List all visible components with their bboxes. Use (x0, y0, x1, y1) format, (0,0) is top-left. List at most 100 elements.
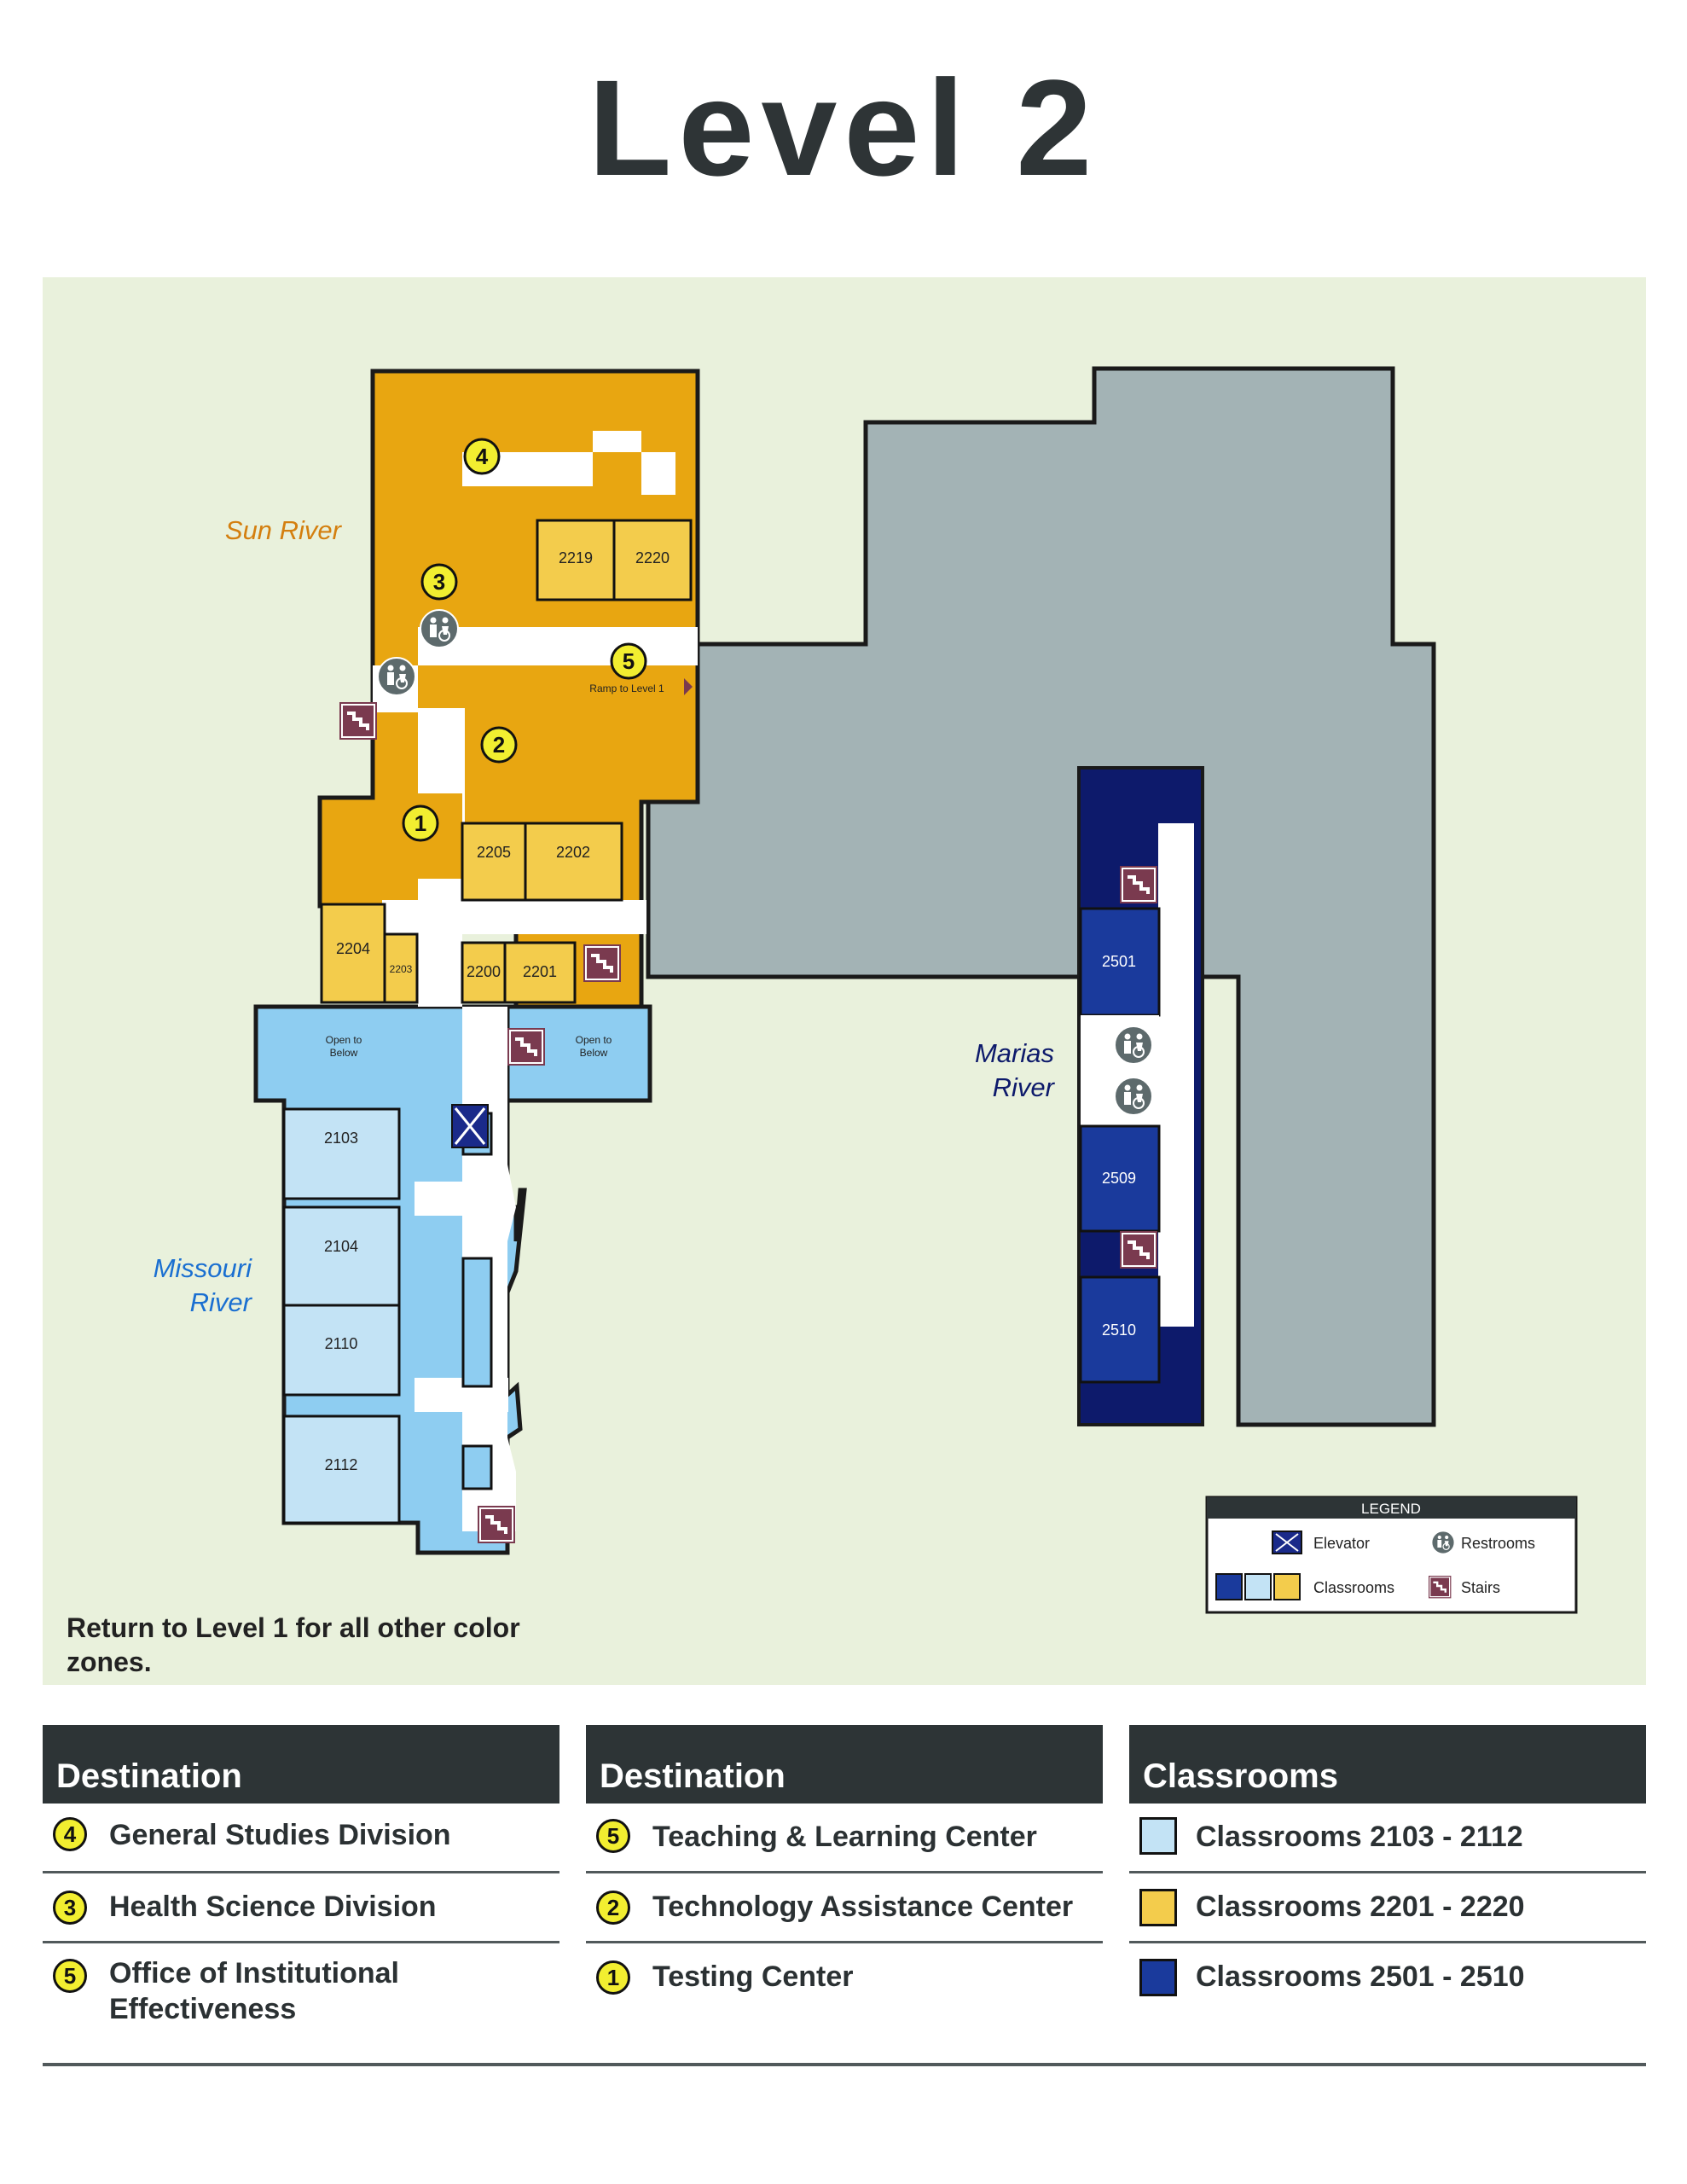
marker-2: 2 (480, 726, 518, 764)
marias-corridor (1158, 823, 1194, 1327)
corridor-top-left (418, 708, 465, 793)
panel-header: Destination (586, 1725, 1103, 1804)
corridor-cross (382, 900, 646, 934)
restroom-icon (420, 609, 459, 648)
page-title: Level 2 (588, 51, 1099, 204)
zone-label-missouri: Missouri (154, 1253, 253, 1283)
classroom-range-label: Classrooms 2103 - 2112 (1196, 1821, 1523, 1853)
room-2510 (1079, 1275, 1161, 1384)
main-corridor (373, 431, 698, 1531)
legend-stairs-label: Stairs (1461, 1579, 1500, 1596)
svg-text:1: 1 (415, 810, 426, 836)
legend-swatch-missouri (1244, 1573, 1272, 1600)
list-item: 4 General Studies Division (43, 1804, 559, 1873)
marker-5: 5 (610, 642, 647, 680)
destination-panel-right: Destination 5 Teaching & Learning Center… (586, 1725, 1103, 2013)
room-2219 (536, 519, 616, 601)
stairs-icon (506, 1026, 547, 1067)
room-label: 2202 (556, 844, 590, 861)
room-2203 (383, 932, 419, 1004)
return-note: Return to Level 1 for all other color zo… (67, 1612, 520, 1677)
legend-stairs-icon (1427, 1574, 1452, 1600)
svg-text:2: 2 (493, 732, 505, 758)
restroom-icon (1114, 1025, 1153, 1065)
open-below-label: Below (580, 1047, 608, 1059)
room-2103 (282, 1107, 401, 1200)
legend-classrooms-label: Classrooms (1313, 1579, 1394, 1596)
elevator-icon (451, 1104, 489, 1148)
marker-badge: 2 (596, 1891, 630, 1925)
legend-elevator-label: Elevator (1313, 1535, 1370, 1552)
svg-text:4: 4 (476, 444, 489, 469)
stairs-icon (338, 700, 379, 741)
list-item: Classrooms 2103 - 2112 (1129, 1804, 1646, 1873)
room-label: 2219 (559, 549, 593, 566)
room-2509 (1079, 1124, 1161, 1233)
list-item: Classrooms 2501 - 2510 (1129, 1943, 1646, 2013)
room-2201 (503, 941, 577, 1004)
room-label: 2204 (336, 940, 370, 957)
restroom-icon (377, 657, 416, 696)
stairs-icon (476, 1504, 517, 1545)
classroom-swatch (1139, 1817, 1177, 1855)
classroom-range-label: Classrooms 2201 - 2220 (1196, 1891, 1525, 1923)
open-below-label: Open to (326, 1034, 362, 1046)
legend-restrooms-label: Restrooms (1461, 1535, 1535, 1552)
room-label: 2201 (523, 963, 557, 980)
list-item: 5 Office of Institutional Effectiveness (43, 1943, 559, 2042)
stairs-icon (1118, 1229, 1159, 1270)
legend-swatch-sun (1273, 1573, 1301, 1600)
room-label: 2103 (324, 1130, 358, 1147)
room-label: 2220 (635, 549, 670, 566)
stairs-icon (1118, 864, 1159, 905)
destination-panel-left: Destination 4 General Studies Division 3… (43, 1725, 559, 2042)
room-label: 2200 (467, 963, 501, 980)
classroom-swatch (1139, 1959, 1177, 1996)
room-2220 (612, 519, 693, 601)
open-below-label: Below (330, 1047, 358, 1059)
legend-swatch-marias (1215, 1573, 1243, 1600)
list-item: Classrooms 2201 - 2220 (1129, 1873, 1646, 1943)
room-2104 (282, 1205, 401, 1307)
marker-badge: 1 (596, 1960, 630, 1995)
destination-label: Office of Institutional Effectiveness (109, 1957, 399, 2025)
destination-label: Teaching & Learning Center (652, 1821, 1037, 1853)
room-label: 2501 (1102, 953, 1136, 970)
legend-restroom-icon (1431, 1531, 1455, 1554)
room-2110 (282, 1304, 401, 1397)
zone-label-missouri: River (190, 1287, 253, 1317)
legend-title: LEGEND (1361, 1501, 1421, 1517)
ramp-arrow-icon (684, 678, 693, 695)
room-2205 (461, 822, 527, 902)
zone-label-marias: River (993, 1072, 1056, 1102)
classroom-swatch (1139, 1889, 1177, 1926)
room-label: 2110 (325, 1335, 358, 1352)
marker-badge: 5 (53, 1959, 87, 1993)
panel-header: Destination (43, 1725, 559, 1804)
destination-label: Health Science Division (109, 1891, 437, 1923)
open-below-label: Open to (576, 1034, 612, 1046)
classrooms-panel: Classrooms Classrooms 2103 - 2112 Classr… (1129, 1725, 1646, 2013)
list-item: 1 Testing Center (586, 1943, 1103, 2013)
ramp-label: Ramp to Level 1 (589, 682, 664, 694)
list-item: 2 Technology Assistance Center (586, 1873, 1103, 1943)
destination-label: General Studies Division (109, 1819, 451, 1851)
list-item: 3 Health Science Division (43, 1873, 559, 1943)
room-label: 2104 (324, 1238, 358, 1255)
floor-map: 4 3 5 2 1 2219 2220 2205 2202 2204 2203 … (43, 277, 1646, 1685)
room-2501 (1079, 907, 1161, 1017)
room-2202 (524, 822, 623, 902)
room-label: 2205 (477, 844, 511, 861)
svg-text:3: 3 (433, 569, 445, 595)
marker-4: 4 (463, 438, 501, 475)
classroom-range-label: Classrooms 2501 - 2510 (1196, 1960, 1525, 1993)
bottom-divider (43, 2063, 1646, 2066)
legend-elevator-icon (1272, 1531, 1302, 1554)
corridor-lower-2 (415, 1378, 508, 1412)
marker-3: 3 (420, 563, 458, 601)
marker-badge: 3 (53, 1891, 87, 1925)
corridor-lower (415, 1182, 508, 1216)
zone-label-marias: Marias (975, 1038, 1054, 1068)
room-label: 2509 (1102, 1170, 1136, 1187)
marker-badge: 5 (596, 1819, 630, 1853)
